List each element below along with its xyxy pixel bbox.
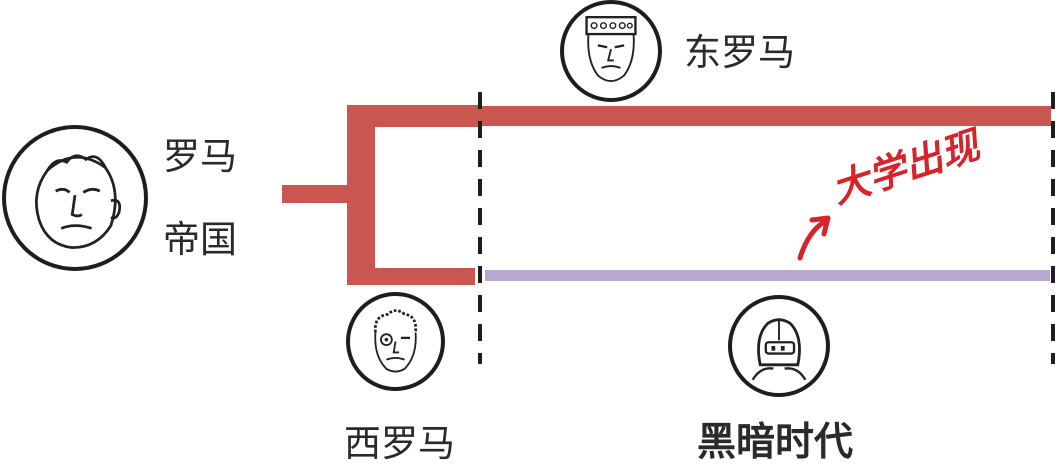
roman-empire-label-line2: 帝国 [163, 218, 237, 261]
roman-empire-label-line1: 罗马 [163, 135, 237, 178]
eastern-rome-label: 东罗马 [684, 31, 795, 74]
western-rome-label: 西罗马 [344, 422, 455, 465]
eastern-rome-portrait [560, 0, 662, 102]
split-vertical-line [347, 105, 375, 285]
western-rome-portrait [346, 292, 445, 391]
curly-hair-portrait-icon [373, 309, 418, 373]
emperor-crown-portrait-icon [585, 15, 637, 83]
roman-trunk-line [282, 185, 352, 203]
roman-empire-portrait [2, 125, 148, 271]
knight-helmet-icon [751, 318, 807, 381]
east-branch-start [347, 105, 480, 127]
eastern-rome-line [480, 106, 1051, 126]
west-branch-start [347, 268, 475, 285]
dark-ages-line [485, 270, 1050, 281]
dark-ages-portrait [728, 295, 830, 397]
face-portrait-icon [35, 154, 122, 250]
dark-ages-label: 黑暗时代 [697, 420, 854, 465]
arrow-icon [797, 215, 831, 261]
